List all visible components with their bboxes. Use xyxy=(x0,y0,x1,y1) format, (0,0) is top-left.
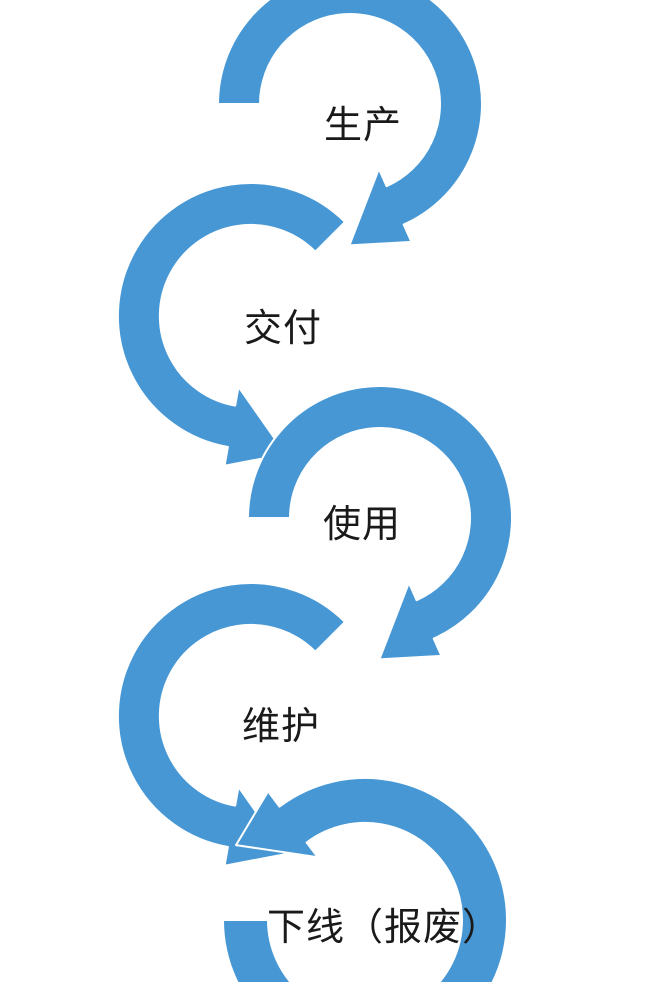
step-label-decommission: 下线（报废） xyxy=(266,907,502,949)
step-label-delivery: 交付 xyxy=(243,308,323,350)
step-label-maintenance: 维护 xyxy=(241,706,321,748)
maintenance-cycle-arrow-icon xyxy=(116,582,346,867)
delivery-cycle-arrow-icon xyxy=(116,182,346,467)
usage-cycle-arrow-icon xyxy=(247,385,513,661)
decommission-cycle-arrow-icon xyxy=(222,777,508,982)
step-label-production: 生产 xyxy=(323,105,403,147)
step-label-usage: 使用 xyxy=(322,504,402,546)
production-cycle-arrow-icon xyxy=(217,0,483,247)
